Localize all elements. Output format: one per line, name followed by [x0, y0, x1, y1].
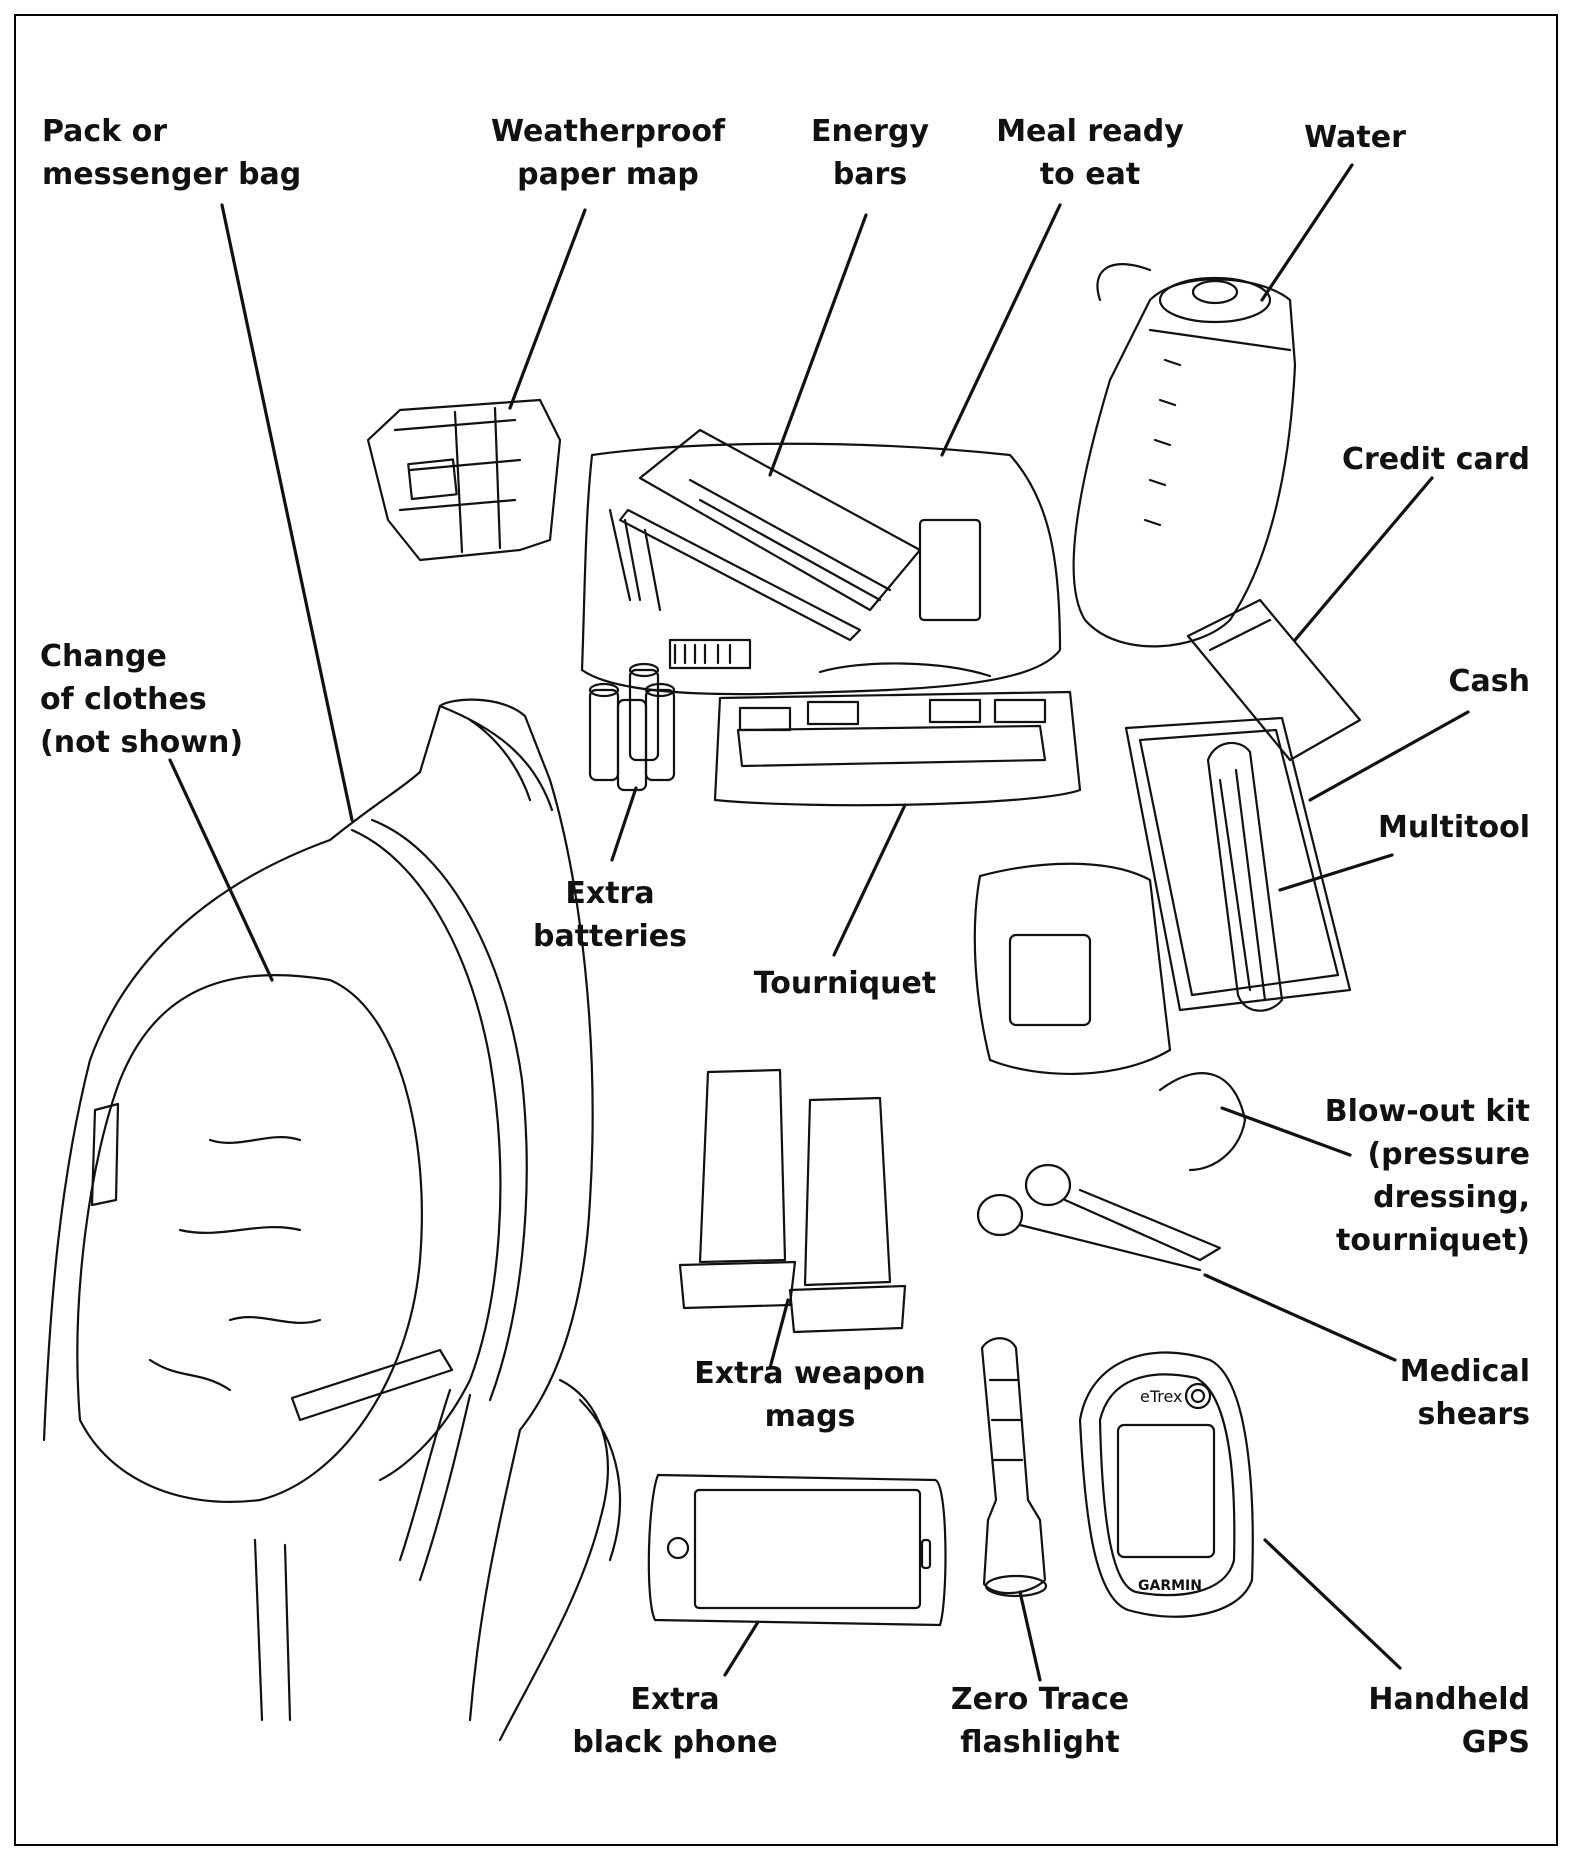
blowout-kit-drawing [975, 864, 1245, 1170]
label-multitool: Multitool [1378, 810, 1530, 845]
credit-card-drawing [1188, 600, 1360, 760]
backpack-outline [44, 700, 593, 1720]
backpack-wrinkles [150, 1137, 320, 1390]
phone-drawing [649, 1475, 946, 1625]
backpack-pull-1 [292, 1350, 452, 1420]
energy-bars-drawing [620, 430, 920, 640]
label-cash: Cash [1448, 664, 1530, 699]
label-map: Weatherproof paper map [491, 114, 725, 192]
paper-map-drawing [368, 400, 560, 560]
leader-phone [725, 1622, 758, 1675]
leader-pack [222, 205, 352, 820]
leader-mre [942, 205, 1060, 455]
batteries-drawing [590, 664, 674, 790]
label-gps: Handheld GPS [1368, 1682, 1530, 1760]
label-clothes: Change of clothes (not shown) [40, 639, 244, 760]
water-bottle-drawing [1074, 264, 1295, 646]
leader-clothes [170, 760, 272, 980]
leader-map [510, 210, 585, 408]
tourniquet-drawing [715, 663, 1080, 805]
leader-gps [1265, 1540, 1400, 1668]
leader-flashlight [1020, 1592, 1040, 1680]
multitool-drawing [1208, 743, 1282, 1011]
label-blowout-kit: Blow-out kit (pressure dressing, tourniq… [1324, 1094, 1530, 1258]
backpack-pull-2 [400, 1390, 470, 1580]
leader-water [1262, 165, 1352, 300]
figure-border [14, 14, 1558, 1846]
leader-shears [1205, 1275, 1395, 1360]
gps-drawing: eTrex GARMIN [1080, 1353, 1253, 1617]
gps-brand-text: GARMIN [1138, 1578, 1202, 1594]
leader-tourniquet [834, 805, 905, 955]
backpack-zipper-outer [352, 830, 500, 1480]
label-shears: Medical shears [1399, 1354, 1530, 1432]
medical-shears-drawing [978, 1165, 1220, 1270]
backpack-zipper-inner [372, 820, 527, 1400]
leader-credit-card [1295, 478, 1432, 640]
label-pack: Pack or messenger bag [42, 114, 302, 192]
label-batteries: Extra batteries [532, 876, 688, 954]
backpack-side-strap [500, 1380, 620, 1740]
backpack-side-tab [92, 1104, 118, 1205]
leader-batteries [612, 788, 636, 860]
label-mre: Meal ready to eat [996, 114, 1184, 192]
leader-energy-bars [770, 215, 866, 475]
leader-lines [170, 165, 1468, 1680]
label-energy-bars: Energy bars [810, 114, 930, 192]
label-phone: Extra black phone [572, 1682, 778, 1760]
flashlight-drawing [982, 1338, 1046, 1596]
label-flashlight: Zero Trace flashlight [950, 1682, 1130, 1760]
weapon-mags-drawing [680, 1070, 905, 1332]
backpack-bottom-straps [255, 1540, 290, 1720]
label-credit-card: Credit card [1342, 442, 1530, 477]
gps-screen-text: eTrex [1140, 1387, 1183, 1406]
backpack-drawing [44, 700, 620, 1740]
leader-mags [770, 1300, 788, 1368]
backpack-strap [440, 706, 552, 810]
label-tourniquet: Tourniquet [753, 966, 937, 1001]
label-mags: Extra weapon mags [694, 1356, 926, 1434]
leader-multitool [1280, 855, 1392, 890]
backpack-front-panel [77, 975, 421, 1502]
mre-drawing [582, 444, 1060, 694]
cash-drawing [1126, 718, 1350, 1010]
label-water: Water [1304, 120, 1406, 155]
leader-cash [1310, 712, 1468, 800]
